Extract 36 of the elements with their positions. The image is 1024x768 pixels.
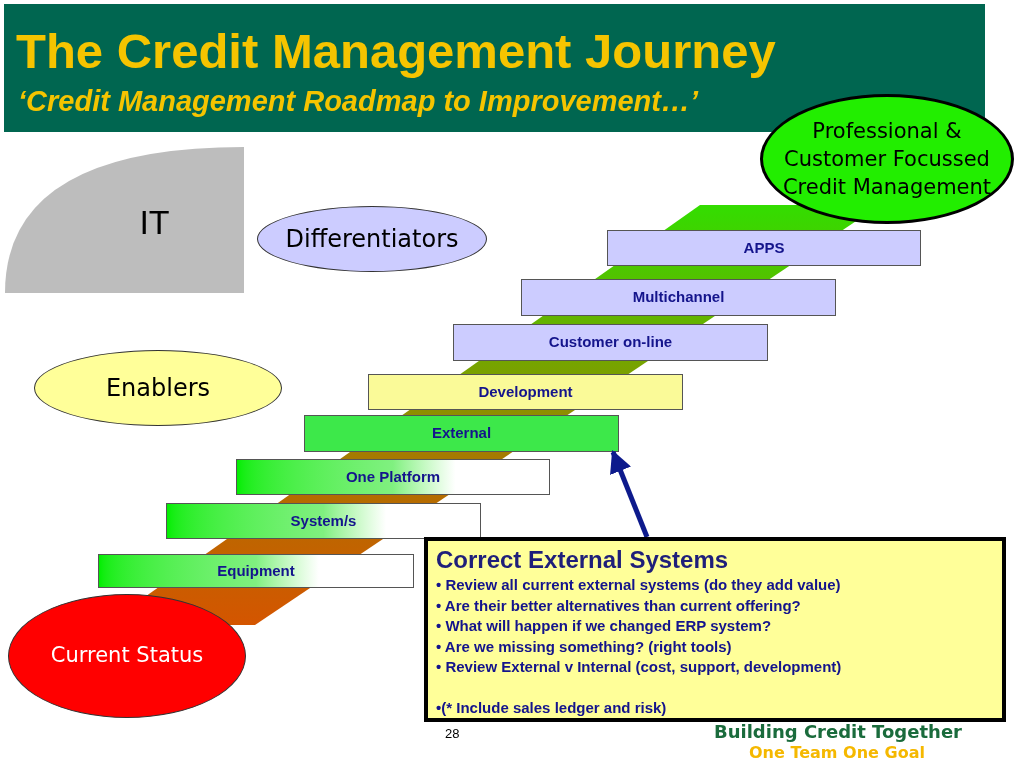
node-label: Equipment [217,560,295,581]
node-label: System/s [290,510,357,531]
bullet-text: • Review all current external systems (do they add value) [436,575,841,595]
slogan: One Team One Goal [749,743,925,763]
arrow [610,449,650,538]
node-label: One Platform [345,466,441,487]
node-label: Development [478,381,573,402]
step-box [304,415,619,452]
step-box [521,279,836,316]
subtitle: ‘Credit Management Roadmap to Improvement…’ [18,84,698,119]
node-label: Customer on-line [548,332,673,353]
bullet-text: • Are their better alternatives than current offering? [436,595,801,616]
step-box [368,374,683,410]
step-box [607,230,921,266]
slogan: Building Credit Together [714,721,962,743]
step-box [236,459,550,495]
page-number: 28 [445,725,460,743]
quarter-shape [5,147,244,293]
node-label: Multichannel [632,287,725,308]
node-label: Professional & Customer Focussed Credit Management [781,118,993,201]
callout-box [424,537,1006,722]
bullet-text: •(* Include sales ledger and risk) [436,697,667,718]
node-label: Differentiators [285,224,459,255]
node-label: Current Status [50,642,204,670]
callout-heading: Correct External Systems [436,545,729,575]
node-label: APPS [743,237,785,258]
step-box [166,503,481,539]
node-label: External [431,423,492,444]
bullet-text: • Are we missing something? (right tools) [436,636,732,657]
node-label: IT [138,201,170,243]
step-box [453,324,768,361]
step-box [98,554,414,588]
bullet-text: • Review External v Internal (cost, support, development) [436,657,842,677]
title: The Credit Management Journey [16,23,776,80]
bullet-text: • What will happen if we changed ERP system? [436,616,772,636]
node-label: Enablers [105,373,211,404]
